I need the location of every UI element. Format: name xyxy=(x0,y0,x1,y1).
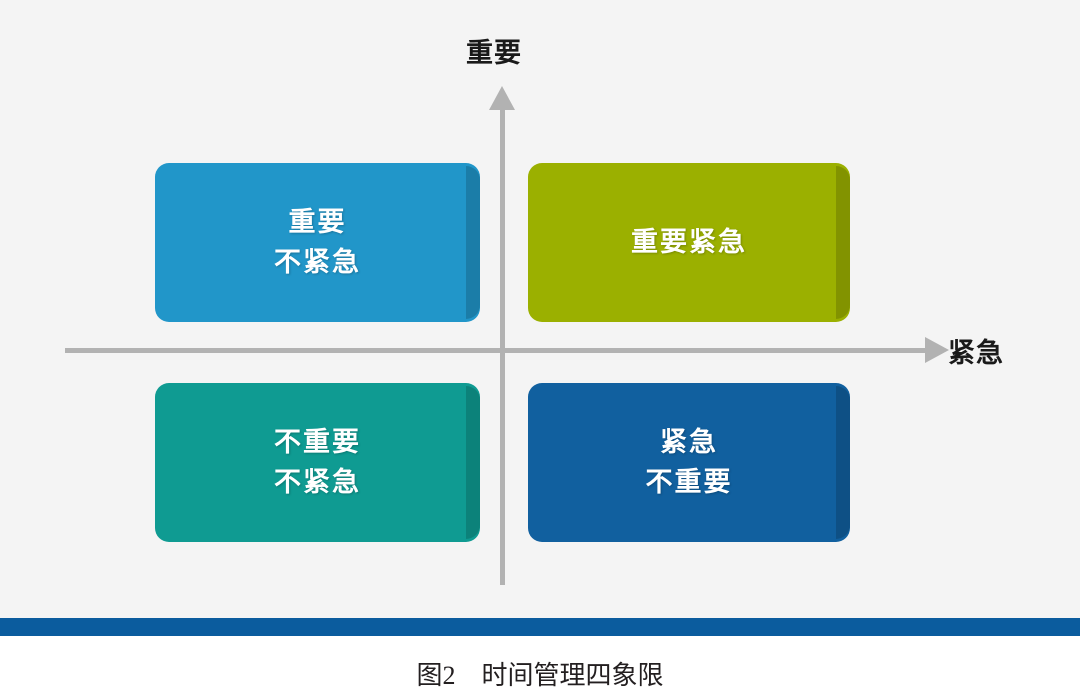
quadrant-edge-shadow xyxy=(836,166,850,319)
horizontal-axis-line xyxy=(65,348,930,353)
diagram-canvas: 重要 紧急 重要 不紧急 重要紧急 不重要 不紧急 xyxy=(0,0,1080,618)
quadrant-label-line: 不重要 xyxy=(645,466,733,497)
quadrant-label-line: 重要 xyxy=(288,207,347,238)
quadrant-edge-shadow xyxy=(466,166,480,319)
quadrant-label-group: 重要 不紧急 xyxy=(274,203,361,281)
quadrant-edge-shadow xyxy=(836,386,850,539)
quadrant-label-line: 紧急 xyxy=(660,427,718,458)
right-arrow-icon xyxy=(925,337,949,363)
quadrant-urgent-not-important: 紧急 不重要 xyxy=(528,383,850,542)
vertical-axis-label: 重要 xyxy=(466,38,522,68)
quadrant-label-group: 重要紧急 xyxy=(631,223,747,262)
quadrant-label-group: 紧急 不重要 xyxy=(646,423,733,501)
quadrant-label-line: 不紧急 xyxy=(274,246,361,277)
quadrant-not-important-not-urgent: 不重要 不紧急 xyxy=(155,383,480,542)
horizontal-axis-label: 紧急 xyxy=(948,338,1004,368)
quadrant-label-line: 不紧急 xyxy=(274,466,361,497)
quadrant-important-not-urgent: 重要 不紧急 xyxy=(155,163,480,322)
quadrant-important-urgent: 重要紧急 xyxy=(528,163,850,322)
up-arrow-icon xyxy=(489,86,515,110)
quadrant-label-line: 重要紧急 xyxy=(631,226,747,257)
bottom-blue-rule xyxy=(0,618,1080,636)
quadrant-label-line: 不重要 xyxy=(274,427,361,458)
quadrant-edge-shadow xyxy=(466,386,480,539)
figure-caption: 图2 时间管理四象限 xyxy=(416,661,664,690)
quadrant-label-group: 不重要 不紧急 xyxy=(274,423,361,501)
vertical-axis-line xyxy=(500,107,505,585)
